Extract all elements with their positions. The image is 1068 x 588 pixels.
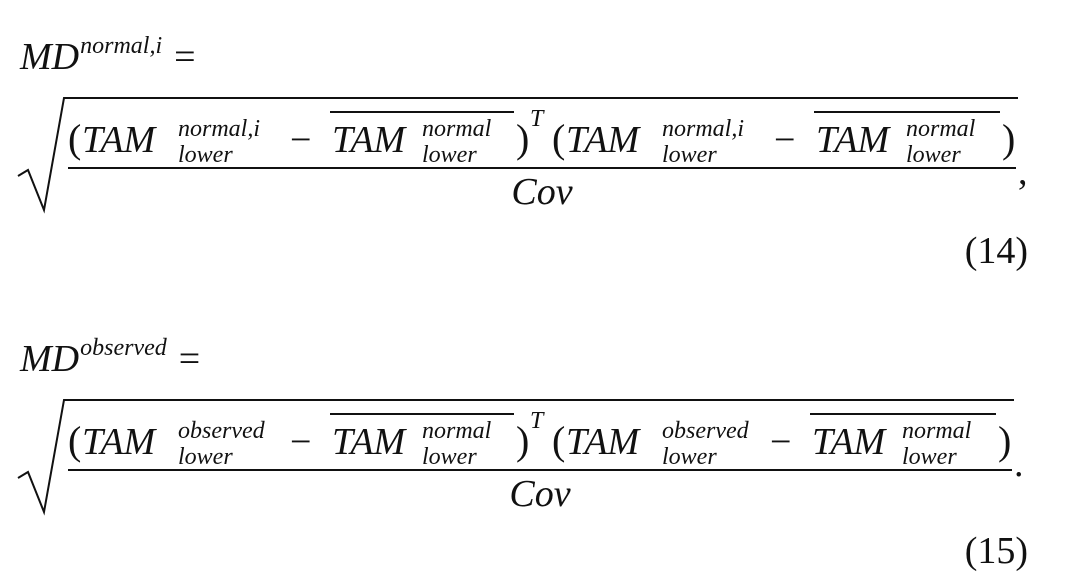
tam-term: TAM — [82, 421, 158, 463]
minus-sign: − — [290, 119, 311, 161]
tam-mean-superscript: normal — [906, 116, 976, 142]
tam-mean-superscript: normal — [422, 116, 492, 142]
equation-14-formula: ( TAM normal,i lower − TAM normal lower … — [17, 97, 1028, 214]
paren-close: ) — [1002, 116, 1015, 161]
tam-mean-subscript: lower — [422, 444, 477, 470]
minus-sign: − — [774, 119, 795, 161]
tam-mean-term: TAM — [332, 421, 408, 463]
paren-open: ( — [552, 418, 565, 463]
paren-close: ) — [998, 418, 1011, 463]
tam-mean-superscript: normal — [422, 418, 492, 444]
tam-superscript: normal,i — [662, 116, 744, 142]
paren-close: ) — [516, 116, 529, 161]
minus-sign: − — [290, 421, 311, 463]
equation-15-lhs: MDobserved = — [20, 336, 201, 380]
equals-sign: = — [178, 338, 201, 380]
tam-mean-term: TAM — [816, 119, 892, 161]
equation-number-15: (15) — [964, 530, 1028, 572]
paren-open: ( — [68, 116, 81, 161]
trailing-comma: , — [1018, 151, 1028, 193]
equation-number-14: (14) — [964, 230, 1028, 272]
tam-subscript: lower — [662, 444, 717, 470]
tam-term: TAM — [566, 119, 642, 161]
transpose-symbol: T — [530, 408, 545, 434]
tam-term: TAM — [82, 119, 158, 161]
equation-15-formula: ( TAM observed lower − TAM normal lower … — [17, 399, 1024, 516]
tam-superscript: observed — [662, 418, 750, 444]
denominator-cov: Cov — [509, 473, 570, 515]
tam-mean-subscript: lower — [906, 142, 961, 168]
paren-open: ( — [552, 116, 565, 161]
minus-sign: − — [770, 421, 791, 463]
paren-close: ) — [516, 418, 529, 463]
tam-mean-term: TAM — [332, 119, 408, 161]
transpose-symbol: T — [530, 106, 545, 132]
paren-open: ( — [68, 418, 81, 463]
md-superscript: observed — [80, 335, 167, 361]
tam-superscript: normal,i — [178, 116, 260, 142]
md-symbol: MD — [20, 36, 80, 78]
tam-mean-term: TAM — [812, 421, 888, 463]
sqrt-radical — [17, 399, 1014, 516]
equation-14-lhs: MDnormal,i = — [20, 34, 196, 78]
tam-mean-subscript: lower — [422, 142, 477, 168]
equals-sign: = — [174, 36, 196, 78]
sqrt-radical — [17, 97, 1018, 214]
tam-term: TAM — [566, 421, 642, 463]
tam-mean-superscript: normal — [902, 418, 972, 444]
trailing-period: . — [1014, 443, 1024, 485]
tam-superscript: observed — [178, 418, 266, 444]
tam-subscript: lower — [178, 444, 233, 470]
tam-subscript: lower — [178, 142, 233, 168]
tam-subscript: lower — [662, 142, 717, 168]
denominator-cov: Cov — [511, 171, 572, 213]
md-superscript: normal,i — [80, 33, 163, 59]
md-symbol: MD — [20, 338, 80, 380]
tam-mean-subscript: lower — [902, 444, 957, 470]
